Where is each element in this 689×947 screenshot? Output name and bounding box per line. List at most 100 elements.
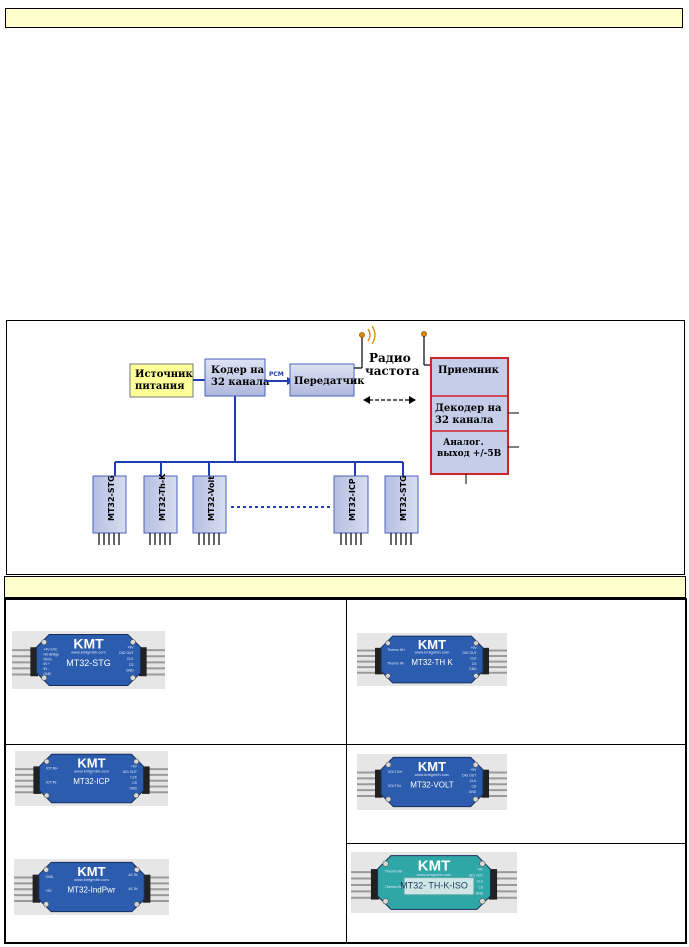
pin-label-left: ICP IN+: [46, 767, 58, 771]
pin-label-right: +9V: [470, 646, 477, 650]
screw-icon: [133, 758, 140, 765]
pin-label-right: AC IN: [128, 873, 138, 877]
pin-label-right: DIG OUT: [462, 773, 476, 777]
module-block-5: MT32-STG: [384, 475, 419, 545]
screw-icon: [382, 860, 389, 867]
pin-label-left: GND: [46, 875, 54, 879]
pin-label-right: GND: [469, 667, 477, 671]
receiver-label: Приемник: [438, 365, 500, 376]
screw-icon: [382, 898, 389, 905]
pin-label-right: CLK: [470, 779, 477, 783]
screw-icon: [473, 640, 479, 646]
pin-label-right: GND: [469, 790, 477, 794]
screw-icon: [129, 639, 136, 646]
module-name: MT32-STG: [66, 658, 111, 668]
power-source-block: [129, 363, 194, 398]
module-block-5-label: MT32-STG: [399, 475, 408, 521]
receiver-group: [430, 357, 509, 475]
pin-label-right: CLK: [127, 657, 134, 661]
module-url: www.kmtgmbh.com: [74, 877, 109, 882]
pin-label-left: ICP IN-: [46, 780, 57, 784]
module-body: [35, 633, 142, 687]
module-name: MT32-IndPwr: [67, 886, 115, 895]
pin-label-left: +4V EXC: [43, 648, 58, 652]
pin-label-right: GND: [129, 787, 137, 791]
module-block-4-label: MT32-ICP: [348, 478, 357, 521]
module-name: MT32-ICP: [73, 777, 109, 786]
pin-label-right: CS: [472, 662, 477, 666]
pin-label-left: VOLT IN+: [388, 770, 403, 774]
module-block-3-label: MT32-Volt: [207, 476, 216, 521]
pin-label-right: CLK: [477, 880, 484, 884]
screw-icon: [385, 673, 391, 679]
screw-icon: [43, 866, 50, 873]
pin-label-right: +9V: [131, 765, 138, 769]
pin-label-right: GND: [476, 892, 484, 896]
analog-out-label: Аналог.выход +/-5В: [437, 438, 502, 459]
pcm-label: PCM: [269, 371, 284, 378]
screw-icon: [385, 796, 392, 803]
transmit-antenna-icon: [359, 332, 365, 338]
module-url: www.kmtgmbh.com: [415, 772, 450, 777]
module-body: [38, 861, 145, 913]
module-block-1-label: MT32-STG: [107, 475, 116, 521]
pin-label-left: IN -: [43, 667, 48, 671]
module-url: www.kmtgmbh.com: [74, 768, 109, 773]
module-block-4: MT32-ICP: [333, 475, 369, 545]
module-brand: KMT: [77, 864, 105, 879]
module-block-2: MT32-Th-K: [143, 473, 178, 545]
module-name: MT32- TH-K-ISO: [400, 881, 468, 891]
section-bar: [4, 576, 686, 598]
screw-icon: [479, 860, 486, 867]
module-name: MT32-VOLT: [410, 781, 454, 790]
pin-label-right: +9V: [470, 768, 477, 772]
pin-label-left: Thermo IN-: [387, 661, 404, 665]
screw-icon: [41, 639, 48, 646]
module-brand: KMT: [77, 756, 105, 771]
module-body: [380, 635, 484, 684]
pin-label-right: +9V: [127, 645, 134, 649]
module-url: www.kmtgmbh.com: [417, 872, 452, 877]
module-brand: KMT: [418, 857, 451, 874]
module-block-1: MT32-STG: [92, 475, 127, 545]
pin-label-left: Thermo IN+: [385, 870, 403, 874]
pin-label-right: GND: [126, 669, 134, 673]
screw-icon: [385, 640, 391, 646]
transmitter-block: [289, 363, 355, 397]
screw-icon: [472, 761, 479, 768]
header-bar: [5, 8, 683, 28]
pin-label-right: AC IN: [128, 887, 138, 891]
module-brand: KMT: [418, 637, 446, 652]
module-brand: KMT: [418, 759, 446, 774]
pin-label-right: DIG OUT: [123, 770, 137, 774]
screw-icon: [41, 674, 48, 681]
pin-label-left: HX-Bridge: [43, 653, 59, 657]
pin-label-right: CLK: [470, 657, 477, 661]
screw-icon: [385, 761, 392, 768]
pin-label-left: Thermo IN-: [385, 885, 402, 889]
screw-icon: [472, 796, 479, 803]
module-name: MT32-TH K: [411, 658, 453, 667]
pin-label-right: CS: [129, 663, 134, 667]
receive-antenna-icon: [421, 331, 427, 337]
module-body: [380, 756, 484, 808]
module-block-3: MT32-Volt: [192, 475, 227, 545]
screw-icon: [43, 901, 50, 908]
screw-icon: [43, 758, 50, 765]
screw-icon: [133, 792, 140, 799]
pin-label-right: CS: [472, 785, 477, 789]
pin-label-left: Thermo IN+: [387, 648, 405, 652]
pin-label-left: IN +: [43, 662, 49, 666]
screw-icon: [133, 866, 140, 873]
